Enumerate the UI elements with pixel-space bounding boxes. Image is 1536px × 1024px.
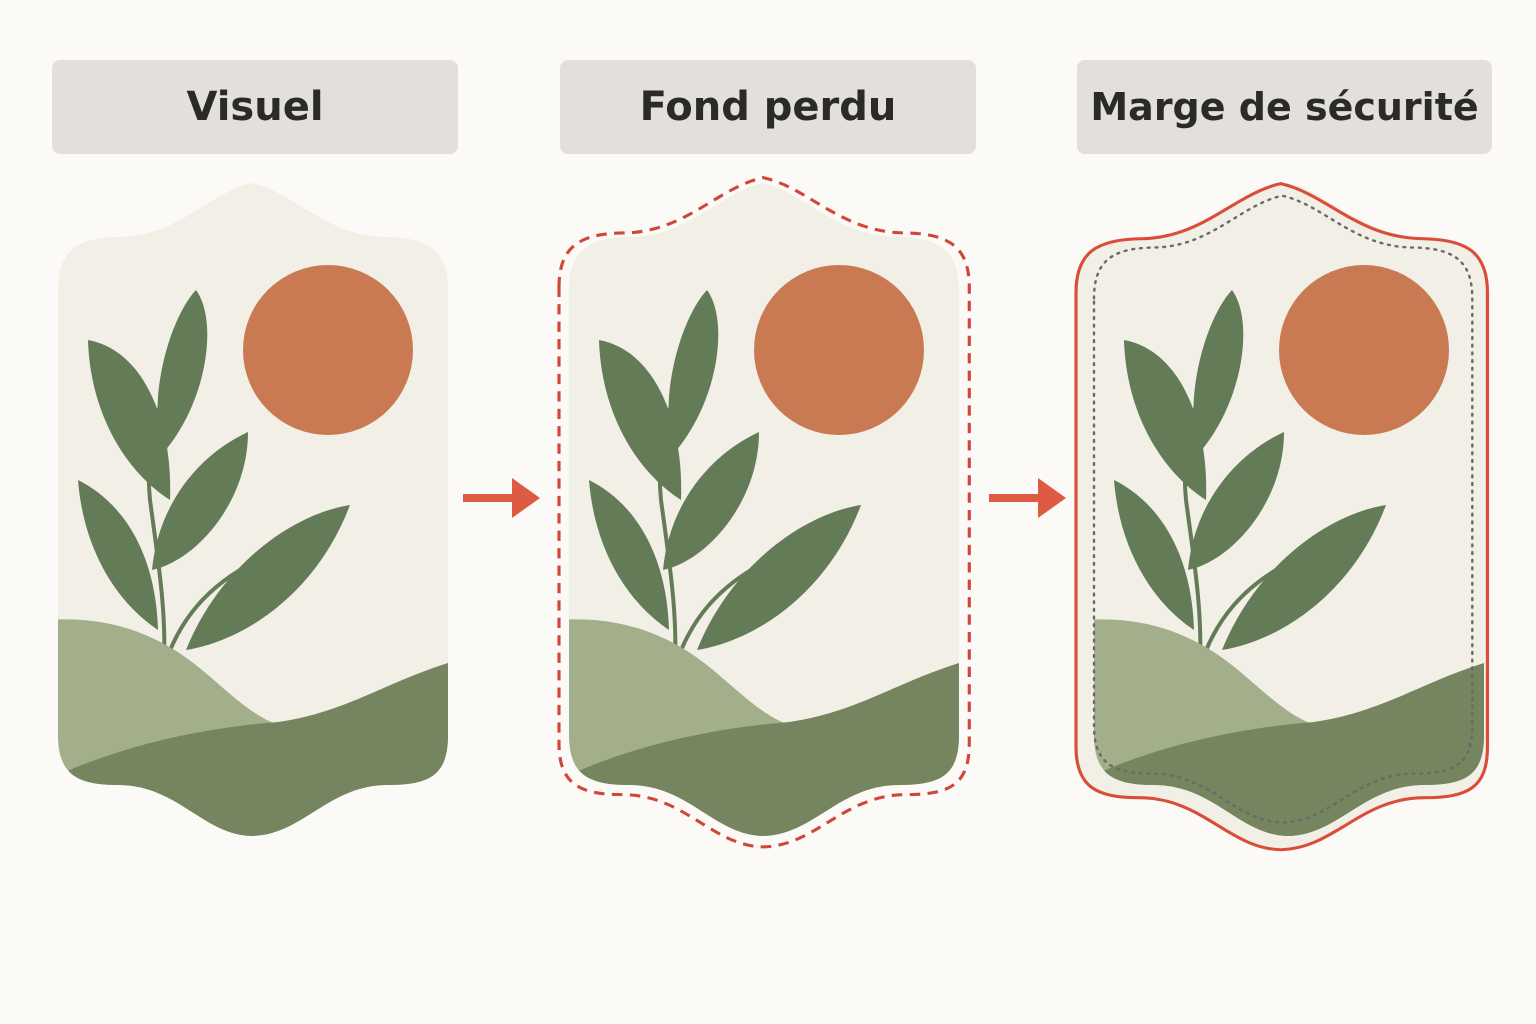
leaf-top [668,290,719,452]
leaf-left-upper [88,340,171,500]
leaf-left-upper [599,340,682,500]
step-label-fond-perdu: Fond perdu [560,60,976,154]
sun-icon [754,265,924,435]
step-label-visuel: Visuel [52,60,458,154]
right-arrow-icon [989,478,1066,518]
trim-line [1074,182,1490,852]
leaf-top [157,290,208,452]
leaf-right-lower [697,505,861,650]
arrow-head [1038,478,1066,518]
step-label-text: Fond perdu [639,84,897,130]
leaf-right-upper [663,432,759,570]
leaf-left-upper [1124,340,1207,500]
step-label-text: Marge de sécurité [1090,85,1479,129]
leaf-left-lower [78,480,158,630]
leaf-left-lower [589,480,669,630]
leaf-right-lower [186,505,350,650]
leaf-right-upper [152,432,248,570]
artwork [58,183,448,836]
plant-icon [78,290,350,677]
safety-margin-line [1092,194,1474,824]
leaf-top [1193,290,1244,452]
leaf-right-lower [1222,505,1386,650]
plant-icon [589,290,861,677]
visual-panel [58,183,448,836]
step-label-text: Visuel [186,84,324,130]
safety-margin-panel [1074,182,1490,852]
plant-icon [1114,290,1386,677]
arrow-shaft [463,494,515,502]
leaf-right-upper [1188,432,1284,570]
sun-icon [1279,265,1449,435]
artwork [569,183,959,836]
artwork [1094,183,1484,836]
arrow-head [512,478,540,518]
leaf-left-lower [1114,480,1194,630]
right-arrow-icon [463,478,540,518]
bleed-line [557,175,971,849]
arrow-shaft [989,494,1041,502]
bleed-panel [557,175,971,849]
sun-icon [243,265,413,435]
step-label-marge-securite: Marge de sécurité [1077,60,1492,154]
